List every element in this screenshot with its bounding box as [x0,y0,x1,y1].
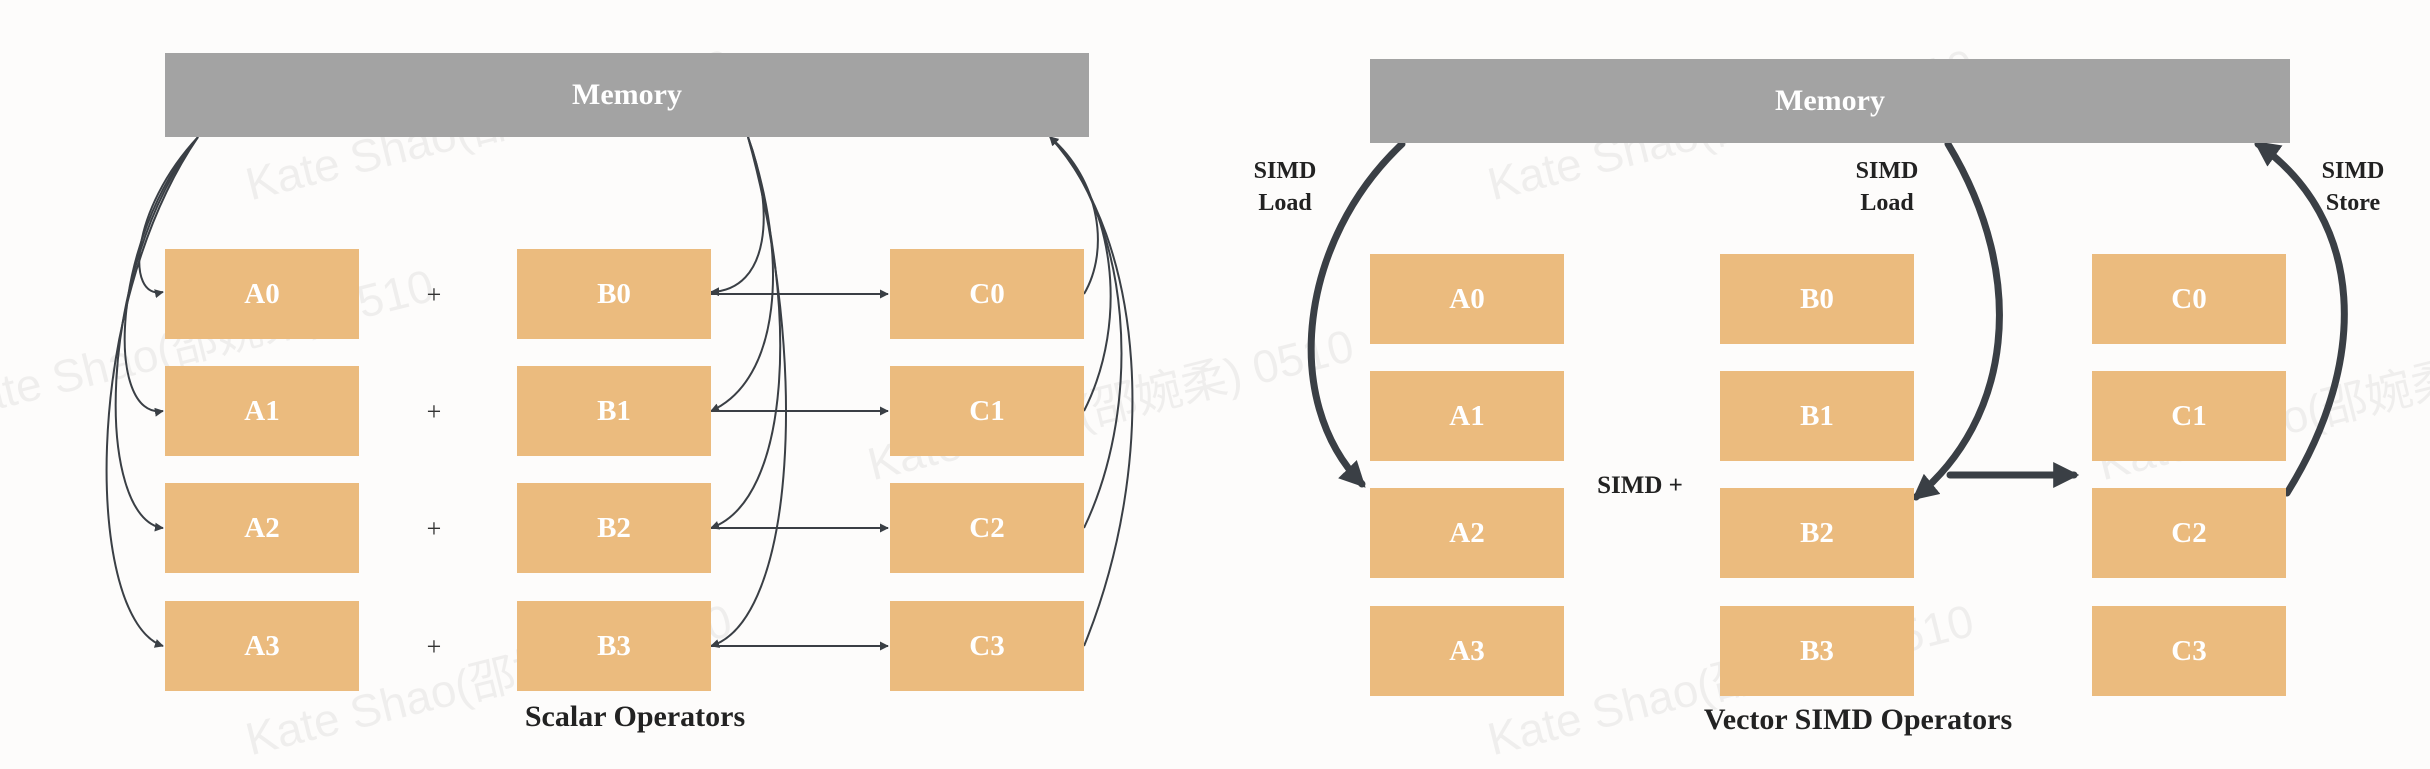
scalar-store-arrows [1049,136,1134,647]
scalar-box-c2: C2 [890,483,1084,573]
vector-box-b1: B1 [1720,371,1914,461]
scalar-load-b-arrows [710,136,787,648]
scalar-box-b0: B0 [517,249,711,339]
simd-load-b-line2: Load [1860,190,1914,216]
vector-box-b2: B2 [1720,488,1914,578]
scalar-memory-bar: Memory [165,53,1089,137]
scalar-box-a1: A1 [165,366,359,456]
simd-load-a-line1: SIMD [1253,158,1317,184]
scalar-plus-1: + [426,397,442,426]
scalar-plus-0: + [426,280,442,309]
simd-store-line2: Store [2325,190,2381,216]
simd-store-line1: SIMD [2321,158,2385,184]
vector-memory-bar: Memory [1370,59,2290,143]
vector-box-c3: C3 [2092,606,2286,696]
scalar-caption: Scalar Operators [524,700,746,733]
scalar-plus-3: + [426,632,442,661]
scalar-box-b2: B2 [517,483,711,573]
vector-box-a1: A1 [1370,371,1564,461]
scalar-box-c1: C1 [890,366,1084,456]
scalar-box-c0: C0 [890,249,1084,339]
vector-box-b0: B0 [1720,254,1914,344]
scalar-memory-label: Memory [572,78,682,111]
vector-box-c1: C1 [2092,371,2286,461]
scalar-load-a-arrows [105,136,199,648]
vector-box-c2: C2 [2092,488,2286,578]
scalar-box-a3: A3 [165,601,359,691]
simd-load-b-label: SIMD Load [1842,155,1932,219]
simd-load-b-line1: SIMD [1855,158,1919,184]
scalar-box-b3: B3 [517,601,711,691]
scalar-plus-2: + [426,514,442,543]
simd-store-label: SIMD Store [2308,155,2398,219]
vector-arrows [1307,140,2348,501]
vector-caption: Vector SIMD Operators [1703,703,2013,736]
vector-box-b3: B3 [1720,606,1914,696]
vector-box-a3: A3 [1370,606,1564,696]
vector-memory-label: Memory [1775,84,1885,117]
vector-box-a0: A0 [1370,254,1564,344]
simd-plus-label: SIMD + [1597,472,1683,499]
scalar-box-c3: C3 [890,601,1084,691]
simd-load-a-label: SIMD Load [1240,155,1330,219]
scalar-box-a0: A0 [165,249,359,339]
scalar-box-b1: B1 [517,366,711,456]
scalar-box-a2: A2 [165,483,359,573]
simd-load-a-line2: Load [1258,190,1312,216]
vector-box-a2: A2 [1370,488,1564,578]
scalar-result-arrows [711,289,889,651]
vector-box-c0: C0 [2092,254,2286,344]
